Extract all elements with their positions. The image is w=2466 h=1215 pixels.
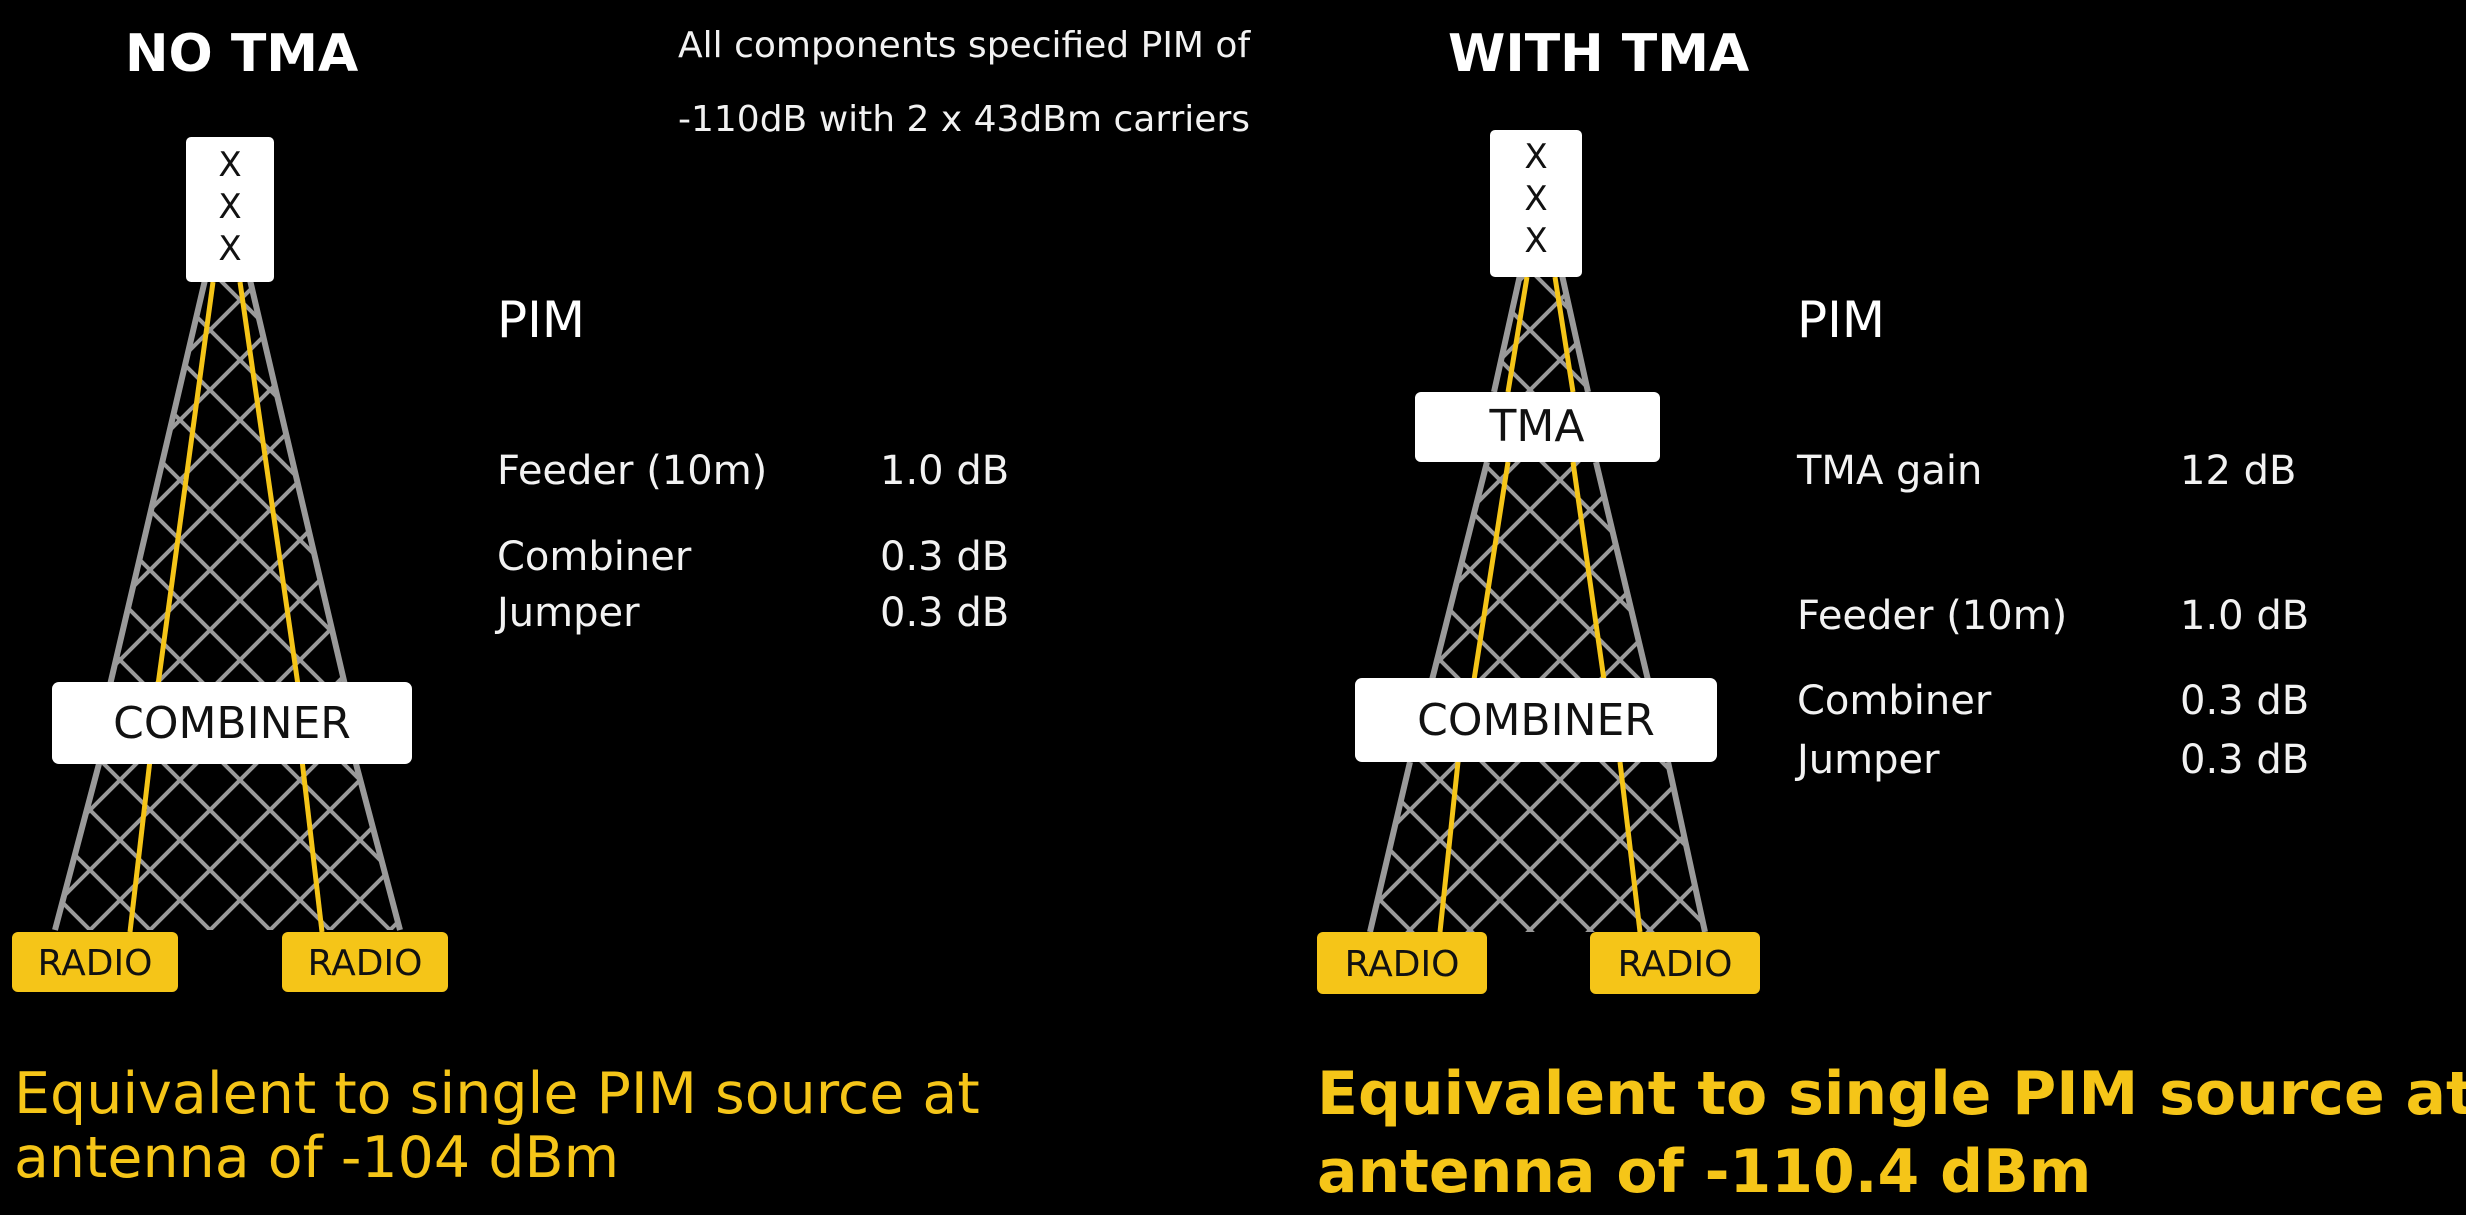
right-combiner-box bbox=[1355, 678, 1717, 762]
left-row-value-feeder: 1.0 dB bbox=[880, 448, 1010, 494]
right-top-leg-left bbox=[1491, 274, 1523, 393]
left-antenna-mark-2: X bbox=[218, 187, 241, 227]
right-feeder-line-1 bbox=[1471, 461, 1511, 681]
left-jumper-line-1 bbox=[127, 759, 153, 933]
right-antenna-mark-2: X bbox=[1524, 179, 1547, 219]
left-antenna-mark-3: X bbox=[218, 229, 241, 269]
left-summary-line-2: antenna of -104 dBm bbox=[14, 1124, 620, 1191]
right-mid-leg-left bbox=[1429, 461, 1490, 681]
right-radio-2-box bbox=[1590, 932, 1760, 994]
left-combiner-box bbox=[52, 682, 412, 764]
right-antenna-mark-3: X bbox=[1524, 221, 1547, 261]
right-tma-box bbox=[1415, 392, 1660, 462]
right-jumper-top-2 bbox=[1552, 276, 1576, 393]
right-lower-leg-right bbox=[1665, 761, 1708, 933]
left-heading: NO TMA bbox=[125, 24, 359, 84]
note-line-2: -110dB with 2 x 43dBm carriers bbox=[678, 99, 1251, 140]
right-radio-1-box bbox=[1317, 932, 1487, 994]
left-jumper-line-2 bbox=[299, 759, 325, 933]
right-combiner-label: COMBINER bbox=[1417, 695, 1655, 746]
right-jumper-line-1 bbox=[1437, 761, 1461, 933]
right-row-value-combiner: 0.3 dB bbox=[2180, 678, 2310, 724]
right-row-label-jumper: Jumper bbox=[1797, 737, 1940, 783]
left-feeder-line-2 bbox=[237, 281, 301, 686]
right-heading: WITH TMA bbox=[1448, 24, 1750, 84]
left-summary-line-1: Equivalent to single PIM source at bbox=[14, 1061, 980, 1127]
right-summary: Equivalent to single PIM source at anten… bbox=[1317, 1055, 2466, 1211]
right-top-leg-right bbox=[1559, 274, 1591, 393]
left-row-value-combiner: 0.3 dB bbox=[880, 534, 1010, 580]
right-jumper-top-1 bbox=[1505, 276, 1530, 393]
left-lower-leg-right bbox=[352, 759, 403, 931]
left-radio-1-label: RADIO bbox=[38, 943, 153, 984]
right-summary-line-1: Equivalent to single PIM source at bbox=[1317, 1059, 2466, 1129]
left-antenna-mark-1: X bbox=[218, 145, 241, 185]
right-antenna-box bbox=[1490, 130, 1582, 277]
right-mid-leg-right bbox=[1593, 461, 1651, 681]
left-antenna-box bbox=[186, 137, 274, 282]
right-lower-lattice bbox=[1370, 762, 1705, 932]
left-upper-leg-left bbox=[107, 279, 208, 686]
left-tower: X X X COMBINER RADIO RADIO bbox=[12, 137, 448, 992]
left-row-label-feeder: Feeder (10m) bbox=[497, 448, 768, 494]
left-lower-leg-left bbox=[52, 759, 103, 931]
right-row-value-jumper: 0.3 dB bbox=[2180, 737, 2310, 783]
left-upper-leg-right bbox=[247, 279, 348, 686]
left-summary: Equivalent to single PIM source at anten… bbox=[14, 1061, 980, 1191]
left-combiner-label: COMBINER bbox=[113, 698, 351, 749]
left-row-label-combiner: Combiner bbox=[497, 534, 692, 580]
right-feeder-line-2 bbox=[1570, 461, 1607, 681]
left-pim-title: PIM bbox=[497, 291, 586, 349]
right-row-value-feeder: 1.0 dB bbox=[2180, 593, 2310, 639]
right-top-lattice bbox=[1494, 275, 1588, 392]
right-pim-title: PIM bbox=[1797, 291, 1886, 349]
right-summary-line-2: antenna of -110.4 dBm bbox=[1317, 1137, 2092, 1207]
right-row-label-tma-gain: TMA gain bbox=[1797, 448, 1983, 494]
right-radio-1-label: RADIO bbox=[1345, 944, 1460, 985]
right-jumper-line-2 bbox=[1617, 761, 1643, 933]
left-feeder-line-1 bbox=[155, 281, 216, 686]
right-antenna-mark-1: X bbox=[1524, 137, 1547, 177]
right-row-value-tma-gain: 12 dB bbox=[2180, 448, 2297, 494]
right-tower: X X X TMA COMBINER RADIO RADIO bbox=[1317, 130, 1760, 994]
left-radio-2-box bbox=[282, 932, 448, 992]
right-radio-2-label: RADIO bbox=[1618, 944, 1733, 985]
left-row-value-jumper: 0.3 dB bbox=[880, 590, 1010, 636]
right-tma-label: TMA bbox=[1489, 401, 1585, 452]
note-line-1: All components specified PIM of bbox=[678, 25, 1251, 66]
left-row-label-jumper: Jumper bbox=[497, 590, 640, 636]
left-radio-1-box bbox=[12, 932, 178, 992]
right-lower-leg-left bbox=[1367, 761, 1413, 933]
left-radio-2-label: RADIO bbox=[308, 943, 423, 984]
right-row-label-feeder: Feeder (10m) bbox=[1797, 593, 2068, 639]
left-lower-lattice bbox=[55, 760, 400, 930]
right-row-label-combiner: Combiner bbox=[1797, 678, 1992, 724]
